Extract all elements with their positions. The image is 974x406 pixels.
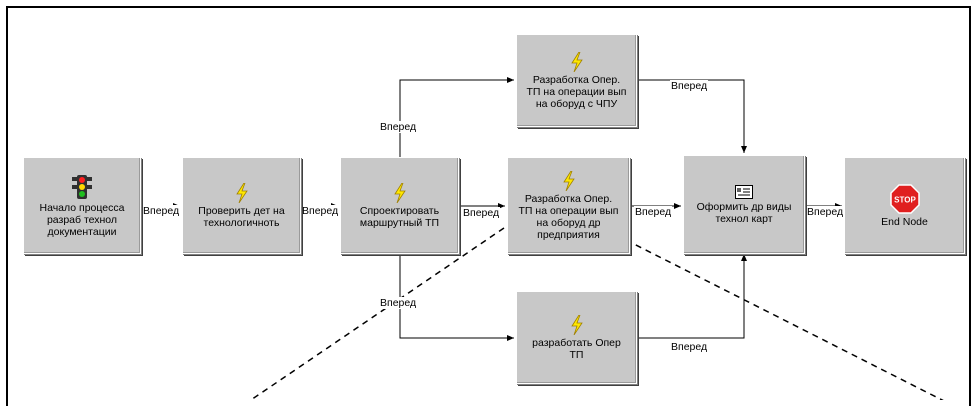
lightning-icon: [570, 51, 583, 72]
edge-label-finalize-end: Вперед: [806, 206, 845, 218]
node-end-label: End Node: [881, 215, 928, 228]
connector-design-devcnc[interactable]: [399, 77, 514, 157]
traffic-light-icon: [72, 174, 92, 199]
callout-line-right: [625, 239, 944, 400]
node-start[interactable]: Начало процесса разраб технол документац…: [23, 157, 141, 254]
node-design-label: Спроектировать маршрутный ТП: [359, 204, 440, 229]
edge-label-check-design: Вперед: [301, 205, 340, 217]
node-end[interactable]: STOP End Node: [844, 157, 965, 254]
node-finalize[interactable]: Оформить др виды технол карт: [683, 155, 805, 254]
node-finalize-label: Оформить др виды технол карт: [696, 200, 792, 225]
node-dev-oper-label: разработать Опер ТП: [532, 336, 621, 361]
edge-label-devcnc-finalize: Вперед: [670, 80, 709, 92]
connector-devoper-finalize[interactable]: [637, 254, 747, 339]
node-start-label: Начало процесса разраб технол документац…: [39, 201, 125, 238]
node-dev-other-label: Разработка Опер. ТП на операции вып на о…: [518, 192, 619, 241]
node-design[interactable]: Спроектировать маршрутный ТП: [340, 157, 459, 254]
lightning-icon: [562, 170, 575, 191]
canvas-frame: [6, 6, 971, 406]
form-icon: [735, 184, 753, 199]
node-check-label: Проверить дет на технологичноть: [198, 204, 285, 229]
edge-label-design-devcnc: Вперед: [379, 121, 418, 133]
lightning-icon: [570, 314, 583, 335]
node-dev-cnc-label: Разработка Опер. ТП на операции вып на о…: [526, 73, 627, 110]
node-dev-other[interactable]: Разработка Опер. ТП на операции вып на о…: [507, 157, 630, 254]
node-check[interactable]: Проверить дет на технологичноть: [182, 157, 301, 254]
stop-sign-icon: STOP: [889, 183, 920, 214]
edge-label-start-check: Вперед: [142, 205, 181, 217]
connector-design-devoper[interactable]: [399, 254, 514, 341]
lightning-icon: [393, 182, 406, 203]
node-dev-oper[interactable]: разработать Опер ТП: [516, 291, 637, 384]
edge-label-design-devother: Вперед: [462, 207, 501, 219]
node-dev-cnc[interactable]: Разработка Опер. ТП на операции вып на о…: [516, 34, 637, 127]
edge-label-devoper-finalize: Вперед: [670, 341, 709, 353]
lightning-icon: [235, 182, 248, 203]
stop-sign-text: STOP: [894, 195, 916, 204]
edge-label-design-devoper: Вперед: [379, 297, 418, 309]
callout-line-left: [249, 227, 505, 400]
edge-label-devother-finalize: Вперед: [634, 206, 673, 218]
